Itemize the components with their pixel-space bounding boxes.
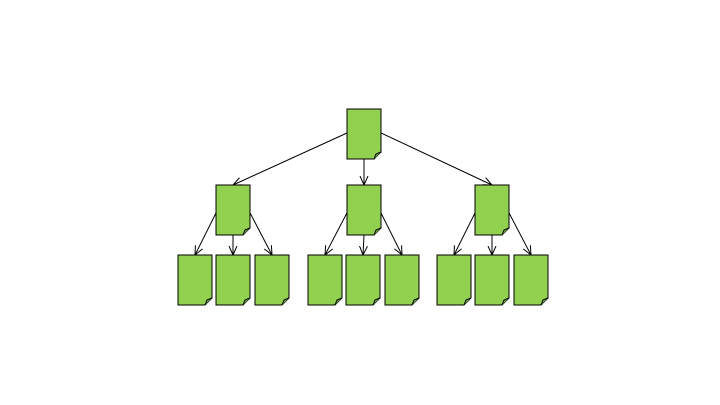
document-fold-corner (501, 227, 510, 236)
document-fold-corner (242, 297, 251, 306)
edge-child-3-to-leaf-3-3 (506, 208, 531, 255)
document-fold-corner (372, 297, 381, 306)
edge-child-1-to-leaf-1-3 (247, 208, 272, 255)
edge-child-2-to-leaf-2-1 (325, 208, 350, 255)
document-icon (474, 254, 510, 306)
node-leaf-1-1 (177, 254, 213, 306)
node-leaf-2-3 (384, 254, 420, 306)
document-fold-corner (334, 297, 343, 306)
node-leaf-3-3 (513, 254, 549, 306)
node-leaf-1-3 (254, 254, 290, 306)
document-fold-corner (463, 297, 472, 306)
document-fold-corner (540, 297, 549, 306)
edge-root-to-child-1 (233, 132, 348, 185)
edges-layer (195, 132, 531, 255)
document-fold-corner (373, 151, 382, 160)
edge-child-1-to-leaf-1-1 (195, 208, 219, 255)
document-icon (436, 254, 472, 306)
document-icon (177, 254, 213, 306)
node-child-3 (474, 184, 510, 236)
node-leaf-2-2 (345, 254, 381, 306)
edge-child-2-to-leaf-2-3 (378, 208, 402, 255)
document-icon (254, 254, 290, 306)
edge-child-2-to-leaf-2-2 (363, 234, 364, 255)
document-icon (345, 254, 381, 306)
document-fold-corner (281, 297, 290, 306)
document-icon (474, 184, 510, 236)
edge-child-3-to-leaf-3-1 (454, 208, 478, 255)
document-icon (513, 254, 549, 306)
node-leaf-2-1 (307, 254, 343, 306)
document-fold-corner (204, 297, 213, 306)
document-fold-corner (373, 227, 382, 236)
document-icon (215, 184, 251, 236)
node-leaf-1-2 (215, 254, 251, 306)
document-fold-corner (242, 227, 251, 236)
document-icon (307, 254, 343, 306)
nodes-layer (177, 108, 549, 306)
edge-root-to-child-3 (380, 132, 492, 185)
node-leaf-3-1 (436, 254, 472, 306)
document-fold-corner (501, 297, 510, 306)
document-icon (346, 108, 382, 160)
document-icon (215, 254, 251, 306)
document-icon (384, 254, 420, 306)
document-fold-corner (411, 297, 420, 306)
node-child-2 (346, 184, 382, 236)
document-icon (346, 184, 382, 236)
node-leaf-3-2 (474, 254, 510, 306)
node-child-1 (215, 184, 251, 236)
node-root (346, 108, 382, 160)
